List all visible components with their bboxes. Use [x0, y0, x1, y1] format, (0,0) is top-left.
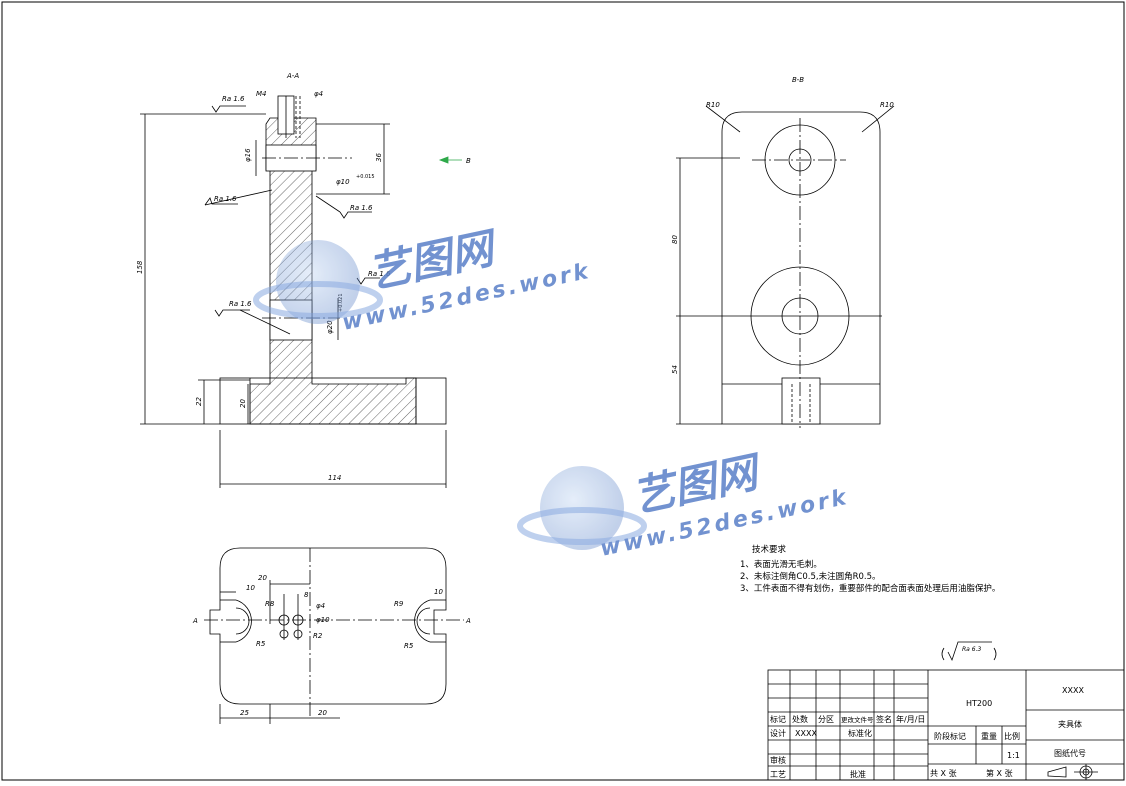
row-label-date: 年/月/日: [896, 714, 925, 724]
roughness-hole-label: Ra 1.6: [368, 270, 391, 278]
approve-label: 批准: [850, 769, 866, 779]
dim-80: 80: [671, 235, 679, 244]
radius-r10-left: R10: [706, 101, 720, 109]
row-label-change-doc: 更改文件号: [841, 715, 874, 724]
plan-view: [204, 547, 464, 724]
view-b-marker: B: [466, 157, 471, 165]
plan-radius-r5-right: R5: [404, 642, 414, 650]
dim-height-158: 158: [136, 260, 144, 274]
watermark-globe-icon-2: [517, 466, 647, 550]
projection-symbol-icon: [1047, 764, 1098, 780]
bore-phi16-label: φ16: [244, 148, 252, 162]
title-block: [767, 669, 1125, 781]
note-line-3: 3、工件表面不得有划伤，重要部件的配合面表面处理后用油脂保护。: [740, 583, 1000, 594]
weight-label: 重量: [981, 731, 997, 741]
surface-finish-label: Ra 6.3: [962, 646, 981, 653]
thread-m4-label: M4: [256, 90, 267, 98]
plan-hole-phi4: φ4: [316, 602, 325, 610]
roughness-left-label: Ra 1.6: [214, 195, 237, 203]
plan-dim-8: 8: [304, 591, 309, 599]
project-label: XXXX: [1062, 686, 1084, 695]
plan-dim-20-bottom: 20: [318, 709, 327, 717]
watermark-bottom: 艺图网 www.52des.work: [517, 446, 851, 562]
dim-22: 22: [195, 397, 203, 406]
plan-radius-r5-left: R5: [256, 640, 266, 648]
plan-dim-25: 25: [240, 709, 249, 717]
plan-radius-r9: R9: [394, 600, 404, 608]
row-label-zone: 分区: [818, 715, 834, 724]
bore-phi10-label: φ10: [336, 178, 350, 186]
scale-value: 1:1: [1007, 751, 1020, 760]
dim-36: 36: [375, 153, 383, 162]
standardization-label: 标准化: [848, 728, 872, 738]
row-label-count: 处数: [792, 714, 808, 724]
process-label: 工艺: [770, 770, 786, 779]
section-bb-title: B-B: [792, 76, 804, 84]
watermark-globe-icon: [253, 240, 383, 324]
sheet-number: 第 X 张: [986, 768, 1013, 778]
section-a-marker-left: A: [192, 617, 198, 625]
roughness-mid-label: Ra 1.6: [350, 204, 373, 212]
bore-phi20-label: φ20: [326, 320, 334, 334]
drawing-code-label: 图纸代号: [1054, 748, 1086, 758]
dim-20: 20: [239, 399, 247, 408]
design-label: 设计: [770, 728, 786, 738]
designer-value: XXXX: [795, 729, 817, 738]
section-aa-title: A-A: [286, 72, 299, 80]
plan-dim-10: 10: [246, 584, 255, 592]
row-label-signature: 签名: [876, 714, 892, 724]
radius-r10-right: R10: [880, 101, 894, 109]
bore-phi10-tol: +0.015: [356, 174, 375, 180]
part-name-label: 夹具体: [1058, 719, 1082, 729]
plan-radius-r2: R2: [313, 632, 323, 640]
hole-phi4-label: φ4: [314, 90, 323, 98]
note-line-1: 1、表面光滑无毛刺。: [740, 559, 822, 570]
surface-finish-symbol: [941, 641, 997, 662]
plan-dim-10-right: 10: [434, 588, 443, 596]
notes-heading: 技术要求: [752, 544, 787, 555]
stage-mark-label: 阶段标记: [934, 731, 966, 741]
plan-hole-phi10: φ10: [316, 616, 330, 624]
section-aa-view: A-A: [140, 72, 462, 488]
roughness-top-label: Ra 1.6: [222, 95, 245, 103]
section-bb-view: [676, 105, 895, 428]
sheets-total: 共 X 张: [930, 769, 957, 778]
material-label: HT200: [966, 699, 992, 708]
section-a-marker-right: A: [465, 617, 471, 625]
plan-radius-r8: R8: [265, 600, 275, 608]
review-label: 审核: [770, 755, 786, 765]
row-label-mark: 标记: [770, 714, 786, 724]
dim-54: 54: [671, 365, 679, 374]
plan-dim-20: 20: [258, 574, 267, 582]
roughness-low-label: Ra 1.6: [229, 300, 252, 308]
scale-heading: 比例: [1004, 731, 1020, 741]
dim-width-114: 114: [328, 474, 341, 482]
note-line-2: 2、未标注倒角C0.5,未注圆角R0.5。: [740, 571, 881, 582]
